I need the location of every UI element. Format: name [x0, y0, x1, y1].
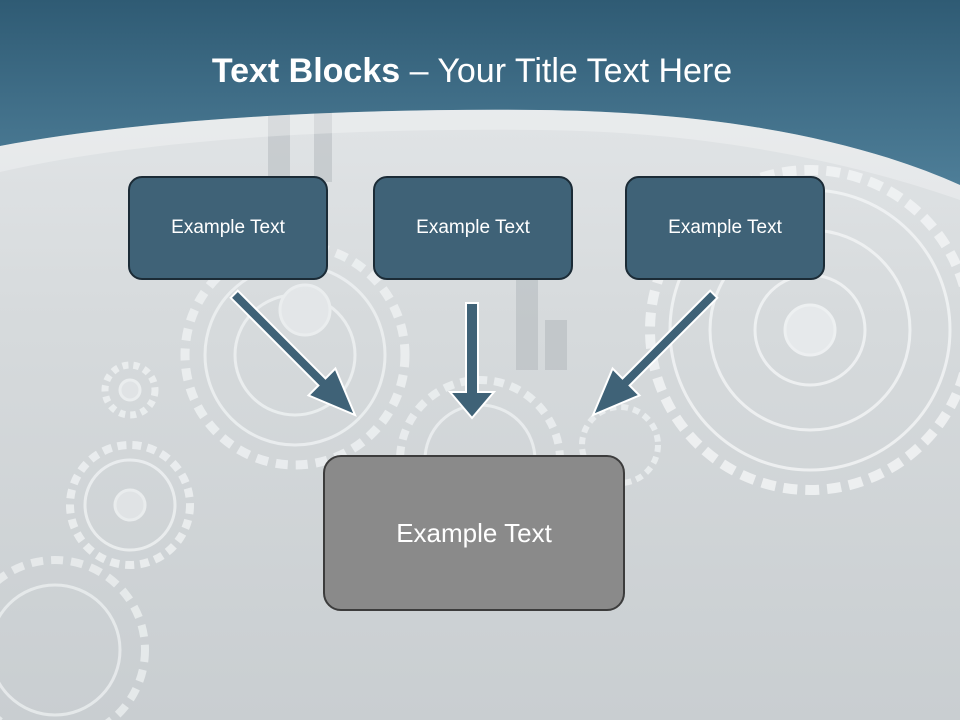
text-block-left-label: Example Text — [171, 217, 285, 238]
gear-icon — [0, 556, 149, 720]
gear-icon — [66, 441, 194, 569]
arrow-down-left — [591, 289, 719, 417]
header-band — [0, 0, 960, 185]
title-bold: Text Blocks — [211, 52, 401, 90]
text-block-right-label: Example Text — [668, 217, 782, 238]
slide-title: Text Blocks – Your Title Text Here — [0, 52, 944, 91]
text-block-middle[interactable]: Example Text — [373, 176, 573, 280]
gear-icon — [180, 240, 410, 470]
gear-icon — [101, 361, 159, 419]
text-block-bottom-label: Example Text — [396, 517, 552, 548]
text-block-bottom[interactable]: Example Text — [323, 455, 625, 611]
text-block-right[interactable]: Example Text — [625, 176, 825, 280]
arrow-down — [447, 302, 497, 420]
header-swoosh — [0, 109, 960, 200]
gear-icon — [645, 165, 960, 495]
text-block-middle-label: Example Text — [416, 217, 530, 238]
text-block-left[interactable]: Example Text — [128, 176, 328, 280]
title-rest: – Your Title Text Here — [400, 52, 733, 90]
figure-silhouettes — [268, 112, 567, 370]
arrow-down-right — [229, 289, 357, 417]
